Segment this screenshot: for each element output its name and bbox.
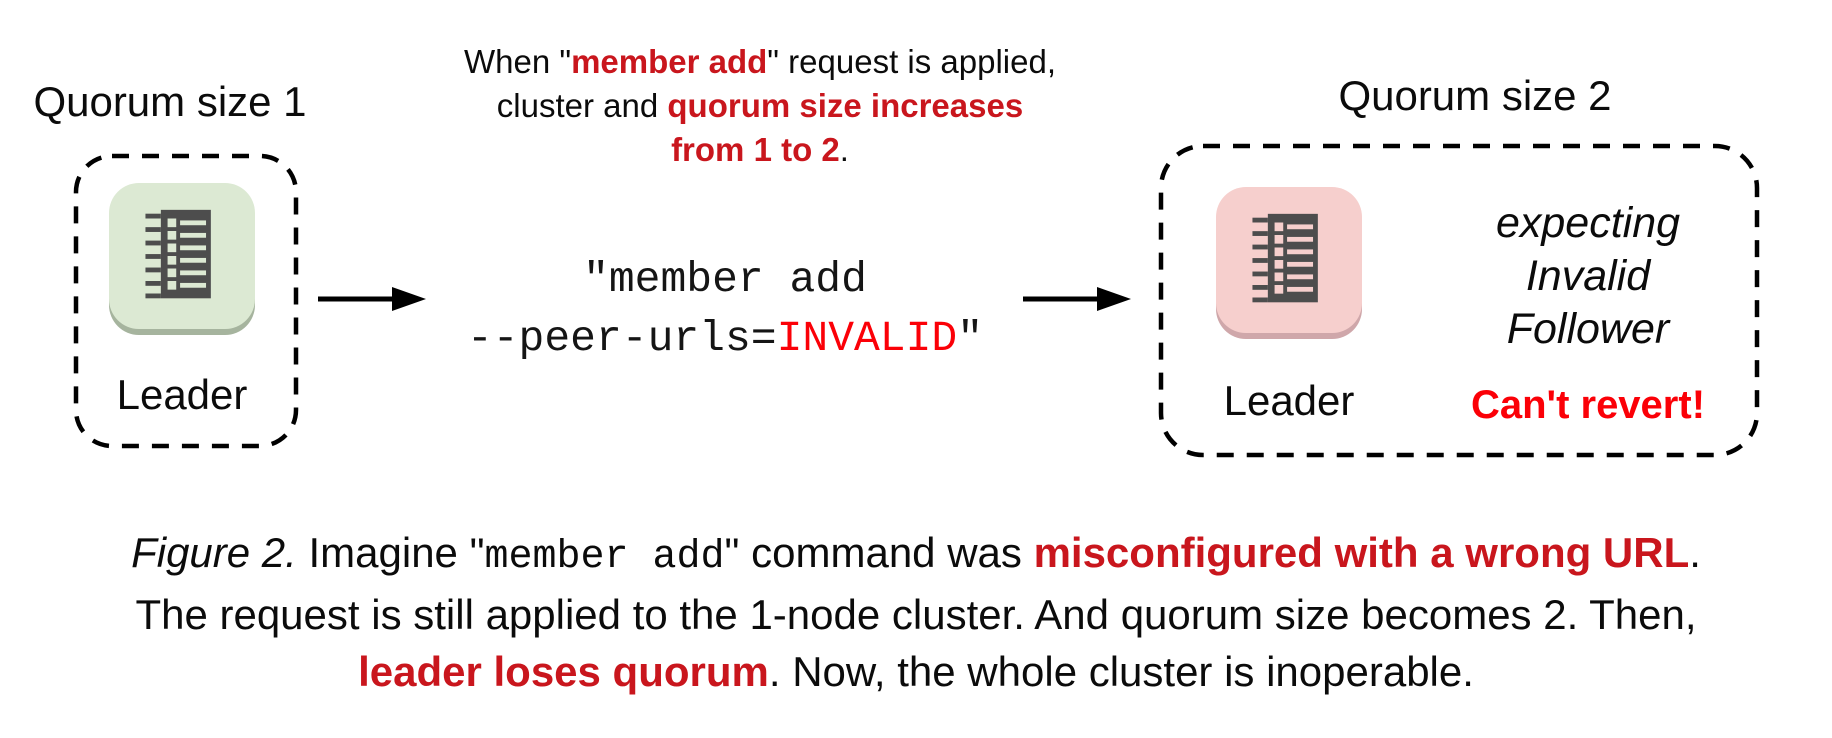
heading-line-2: cluster and quorum size increases [420,84,1100,128]
heading-member-add: member add [571,43,768,80]
right-leader-label: Leader [1223,377,1355,424]
etcd-server-icon [1252,213,1318,303]
command-line-1: "member add [583,255,867,304]
expecting-invalid-follower-text: expecting Invalid Follower [1438,197,1738,356]
member-add-command: "member add --peer-urls=INVALID" [415,250,1035,368]
left-leader-label: Leader [116,371,248,418]
transition-heading: When "member add" request is applied, cl… [420,40,1100,172]
right-cluster-box: Leader expecting Invalid Follower Can't … [1158,143,1760,458]
caption-line-3: leader loses quorum. Now, the whole clus… [66,643,1766,700]
etcd-server-icon [145,209,211,299]
command-closing-quote: " [957,314,984,363]
expecting-line: Invalid [1525,252,1651,300]
right-cluster-title: Quorum size 2 [1338,72,1612,119]
right-cluster-dashed-outline [1158,143,1760,458]
left-cluster-title: Quorum size 1 [33,78,307,125]
cant-revert-warning: Can't revert! [1470,383,1706,427]
command-invalid-value: INVALID [776,314,958,363]
caption-misconfigured-highlight: misconfigured with a wrong URL [1033,529,1690,576]
expecting-line: Follower [1506,305,1670,353]
caption-loses-quorum-highlight: leader loses quorum [358,648,769,695]
figure-caption: Figure 2. Imagine "member add" command w… [66,524,1766,700]
heading-from-1-to-2: from 1 to 2 [671,131,840,168]
leader-server-icon [1216,187,1362,333]
caption-text: . Now, the whole cluster is inoperable. [768,648,1474,695]
caption-text: The request is still applied to the 1-no… [135,591,1697,638]
heading-text: . [839,131,849,168]
expecting-line: expecting [1495,199,1681,247]
heading-text: cluster and [496,87,668,124]
left-cluster-dashed-outline [73,153,299,449]
left-cluster-box: Leader [73,153,299,449]
caption-text: . [1689,529,1701,576]
caption-text: " command was [724,529,1034,576]
leader-server-icon [109,183,255,329]
arrow-right-icon [1023,287,1131,311]
command-peer-urls: --peer-urls= [466,314,777,363]
heading-line-1: When "member add" request is applied, [420,40,1100,84]
caption-text: Imagine " [296,529,485,576]
figure-number-label: Figure 2. [131,529,297,576]
arrow-right-icon [318,287,426,311]
caption-member-add-code: member add [484,535,725,580]
heading-line-3: from 1 to 2. [420,128,1100,172]
caption-line-2: The request is still applied to the 1-no… [66,586,1766,643]
command-line-2: --peer-urls=INVALID" [415,309,1035,368]
heading-quorum-increase: quorum size increases [667,87,1024,124]
heading-text: When " [463,43,572,80]
caption-line-1: Figure 2. Imagine "member add" command w… [66,524,1766,586]
heading-text: " request is applied, [767,43,1057,80]
